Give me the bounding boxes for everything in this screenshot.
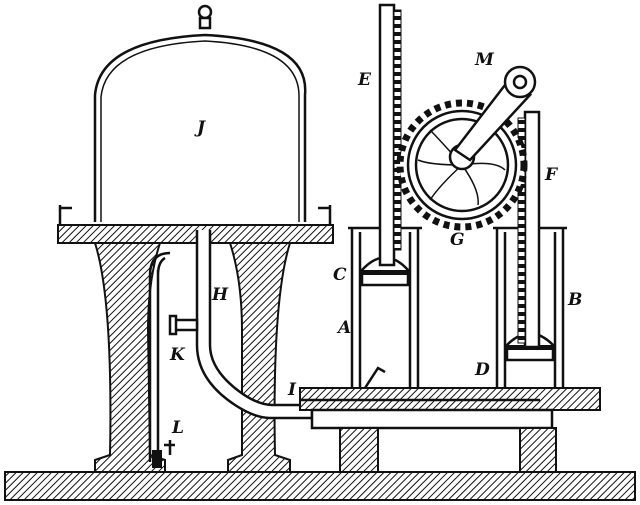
label-f: F bbox=[544, 165, 559, 185]
label-h: H bbox=[211, 285, 229, 305]
label-a: A bbox=[336, 318, 351, 338]
gauge-tube bbox=[148, 251, 175, 468]
pump-plate bbox=[57, 224, 334, 244]
right-pedestal bbox=[227, 242, 292, 473]
label-i: I bbox=[287, 380, 297, 400]
rack-e bbox=[378, 3, 402, 267]
cylinder-a bbox=[348, 226, 422, 388]
bell-jar bbox=[58, 4, 332, 225]
label-d: D bbox=[474, 360, 490, 380]
label-c: C bbox=[333, 265, 347, 285]
platform-lower bbox=[310, 408, 554, 430]
left-support bbox=[339, 427, 379, 473]
left-pedestal bbox=[93, 242, 166, 473]
base-board bbox=[4, 471, 636, 501]
right-support bbox=[519, 427, 557, 473]
label-b: B bbox=[567, 290, 582, 310]
label-e: E bbox=[357, 70, 372, 90]
label-g: G bbox=[450, 230, 465, 250]
valve-lever bbox=[363, 366, 386, 389]
crank-m bbox=[453, 65, 537, 162]
label-j: J bbox=[194, 118, 206, 138]
rack-f bbox=[517, 110, 541, 349]
label-l: L bbox=[171, 418, 184, 438]
label-k: K bbox=[169, 345, 186, 365]
label-m: M bbox=[474, 50, 495, 70]
